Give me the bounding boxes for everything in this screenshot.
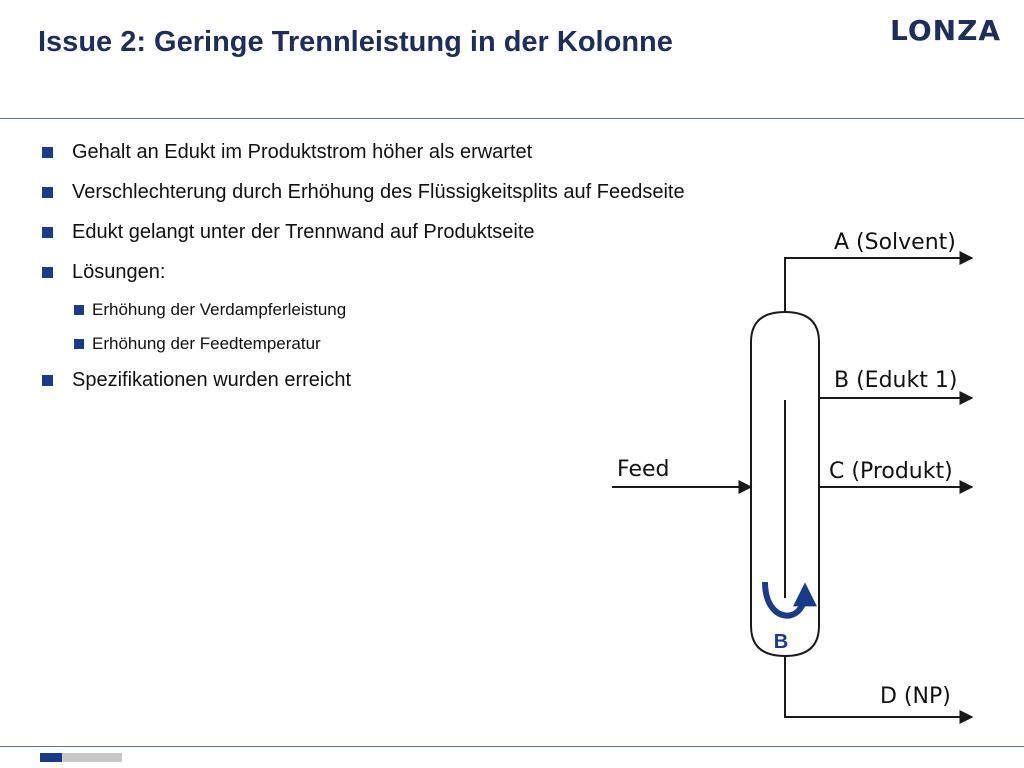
- stream-d-line: [784, 656, 974, 724]
- footer-divider: [0, 746, 1024, 747]
- bullet-item: Gehalt an Edukt im Produktstrom höher al…: [42, 140, 685, 164]
- footer-accent-dark: [40, 753, 62, 762]
- header-divider: [0, 118, 1024, 119]
- sub-bullet-item: Erhöhung der Verdampferleistung: [72, 300, 685, 320]
- bullet-item: Lösungen:: [42, 260, 685, 284]
- sub-bullet-item: Erhöhung der Feedtemperatur: [72, 334, 685, 354]
- stream-a-line: [784, 251, 974, 312]
- feed-label: Feed: [617, 457, 670, 482]
- bullet-list: Gehalt an Edukt im Produktstrom höher al…: [42, 140, 685, 408]
- bullet-item: Verschlechterung durch Erhöhung des Flüs…: [42, 180, 685, 204]
- stream-d-label: D (NP): [880, 684, 951, 709]
- stream-a-label: A (Solvent): [834, 230, 956, 255]
- stream-c-label: C (Produkt): [829, 459, 953, 484]
- stream-b-label: B (Edukt 1): [834, 368, 957, 393]
- bullet-item: Spezifikationen wurden erreicht: [42, 368, 685, 392]
- footer-accent-light: [62, 753, 122, 762]
- reboiler-label: B: [774, 631, 788, 653]
- lonza-logo: LONZA: [890, 14, 1002, 47]
- reboiler-arrow-icon: [762, 581, 817, 619]
- slide-title: Issue 2: Geringe Trennleistung in der Ko…: [38, 26, 673, 58]
- bullet-item: Edukt gelangt unter der Trennwand auf Pr…: [42, 220, 685, 244]
